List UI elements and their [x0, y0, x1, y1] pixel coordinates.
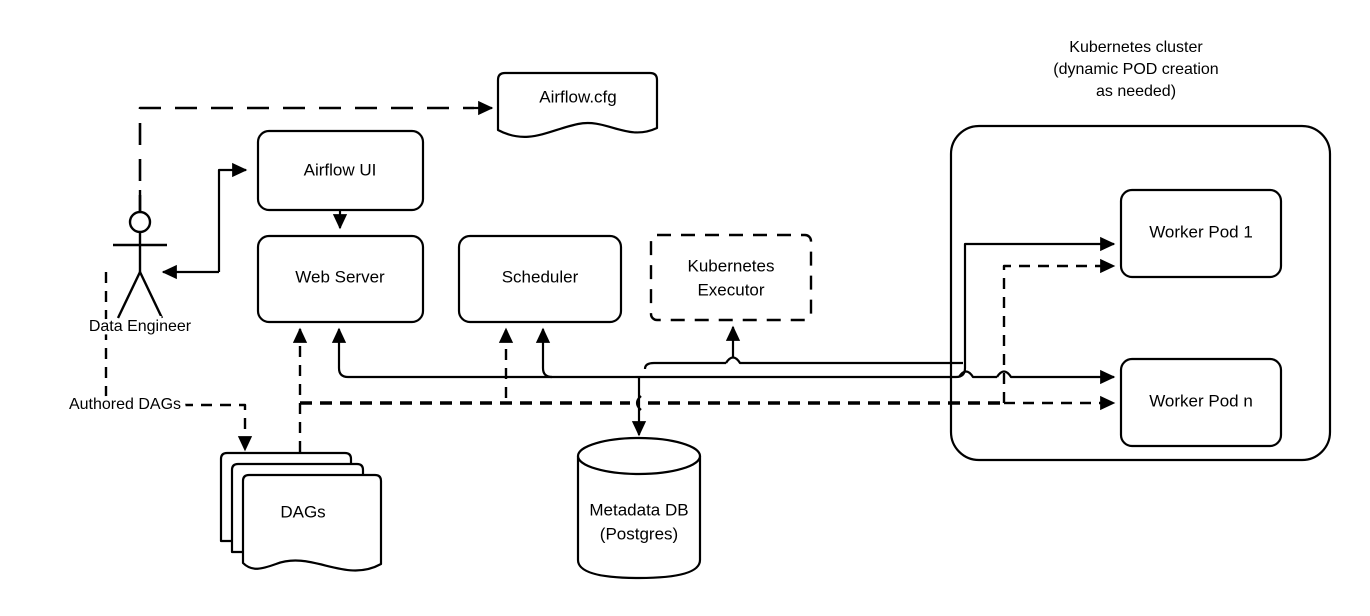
web-server-label: Web Server — [295, 267, 385, 286]
node-airflow-cfg[interactable]: Airflow.cfg — [496, 71, 659, 138]
scheduler-label: Scheduler — [502, 267, 579, 286]
edge-to-worker-pod-n-solid — [996, 369, 1116, 385]
dags-shape-front — [241, 473, 383, 572]
edge-label-authored-dags: Authored DAGs — [69, 396, 181, 413]
node-worker-pod-n[interactable]: Worker Pod n — [1119, 357, 1283, 448]
node-dags[interactable]: DAGs — [219, 451, 383, 572]
edge-authored-dags — [104, 272, 253, 452]
edge-engineer-to-config — [138, 106, 474, 217]
cluster-title-line2: (dynamic POD creation — [1053, 61, 1218, 78]
data-engineer-label: Data Engineer — [89, 318, 192, 335]
cluster-title-line3: as needed) — [1096, 83, 1176, 100]
node-web-server[interactable]: Web Server — [256, 234, 425, 324]
actor-head-icon — [128, 210, 152, 234]
dags-label: DAGs — [280, 502, 325, 521]
node-data-engineer[interactable]: Data Engineer — [85, 190, 195, 339]
web-server-shape — [256, 234, 425, 324]
scheduler-shape — [457, 234, 623, 324]
airflow-ui-label: Airflow UI — [304, 160, 377, 179]
edge-to-worker-pod-1-solid — [955, 236, 1116, 379]
kubernetes-executor-shape — [649, 233, 813, 322]
worker-pod-1-shape — [1119, 188, 1283, 279]
cluster-title-line1: Kubernetes cluster — [1069, 39, 1203, 56]
node-worker-pod-1[interactable]: Worker Pod 1 — [1119, 188, 1283, 279]
edge-dags-bus-hop — [635, 395, 642, 411]
metadata-db-label-line2: (Postgres) — [600, 524, 678, 543]
worker-pod-n-shape — [1119, 357, 1283, 448]
worker-pod-1-label: Worker Pod 1 — [1149, 222, 1253, 241]
node-airflow-ui[interactable]: Airflow UI — [256, 129, 425, 212]
node-kubernetes-executor[interactable]: Kubernetes Executor — [649, 233, 813, 322]
edge-pods-hop-1 — [958, 370, 997, 379]
kubernetes-executor-label-line2: Executor — [697, 280, 764, 299]
edge-executor-bus-left — [643, 361, 726, 370]
airflow-cfg-label: Airflow.cfg — [539, 87, 616, 106]
node-metadata-db[interactable]: Metadata DB (Postgres) — [576, 436, 702, 580]
node-scheduler[interactable]: Scheduler — [457, 234, 623, 324]
airflow-ui-shape — [256, 129, 425, 212]
actor-leg-left — [116, 271, 142, 319]
edge-bus-to-webserver — [331, 327, 630, 379]
edge-engineer-to-ui — [217, 162, 248, 272]
metadata-db-top — [576, 436, 702, 476]
edge-to-worker-pod-1-dashed — [1002, 258, 1116, 403]
metadata-db-body — [576, 454, 702, 580]
kubernetes-executor-label-line1: Kubernetes — [688, 256, 775, 275]
edge-executor-bus-hop — [725, 356, 963, 365]
airflow-cfg-shape — [496, 71, 659, 138]
metadata-db-label-line1: Metadata DB — [589, 500, 688, 519]
worker-pod-n-label: Worker Pod n — [1149, 391, 1253, 410]
edge-bus-to-scheduler — [535, 327, 553, 379]
actor-leg-right — [138, 271, 164, 319]
